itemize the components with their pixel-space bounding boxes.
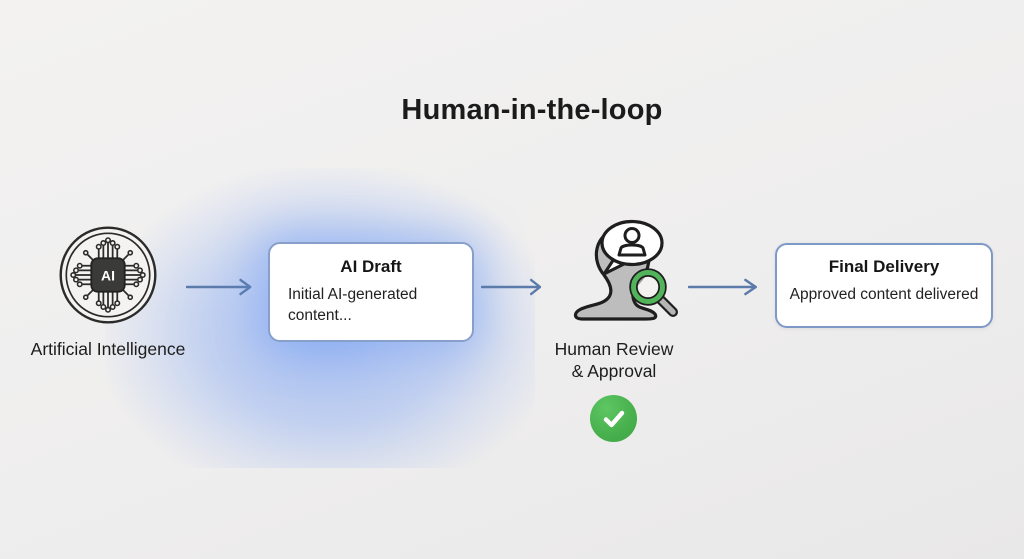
ai-draft-title: AI Draft [340, 257, 402, 276]
checkmark-glyph [603, 410, 624, 427]
final-delivery-box: Final Delivery Approved content delivere… [775, 243, 993, 328]
final-delivery-body: Approved content delivered [789, 286, 979, 303]
final-delivery-title: Final Delivery [828, 257, 940, 276]
ai-node-label: Artificial Intelligence [30, 339, 186, 359]
bubble-person-shoulders [617, 243, 647, 257]
human-review-label-line2: & Approval [571, 361, 657, 382]
bubble-person-head [623, 227, 641, 244]
magnifier-ring [631, 270, 665, 304]
ai-chip-label: AI [101, 268, 115, 284]
right-arrow-icon-1 [186, 278, 252, 296]
human-review-magnifier-icon [573, 219, 678, 321]
circuit-dots [70, 237, 146, 313]
ai-draft-box: AI Draft Initial AI-generated content... [268, 242, 474, 342]
magnifier-handle [656, 295, 676, 315]
human-review-label-line1: Human Review [554, 339, 674, 359]
page-title: Human-in-the-loop [401, 94, 663, 126]
right-arrow-icon-3 [688, 278, 758, 296]
right-arrow-icon-2 [481, 278, 542, 296]
human-review-label: Human Review & Approval [538, 338, 690, 383]
check-circle-icon [590, 395, 637, 442]
ai-chip-circuit-icon: AI [59, 226, 157, 324]
ai-draft-body: Initial AI-generated content... [288, 286, 418, 325]
